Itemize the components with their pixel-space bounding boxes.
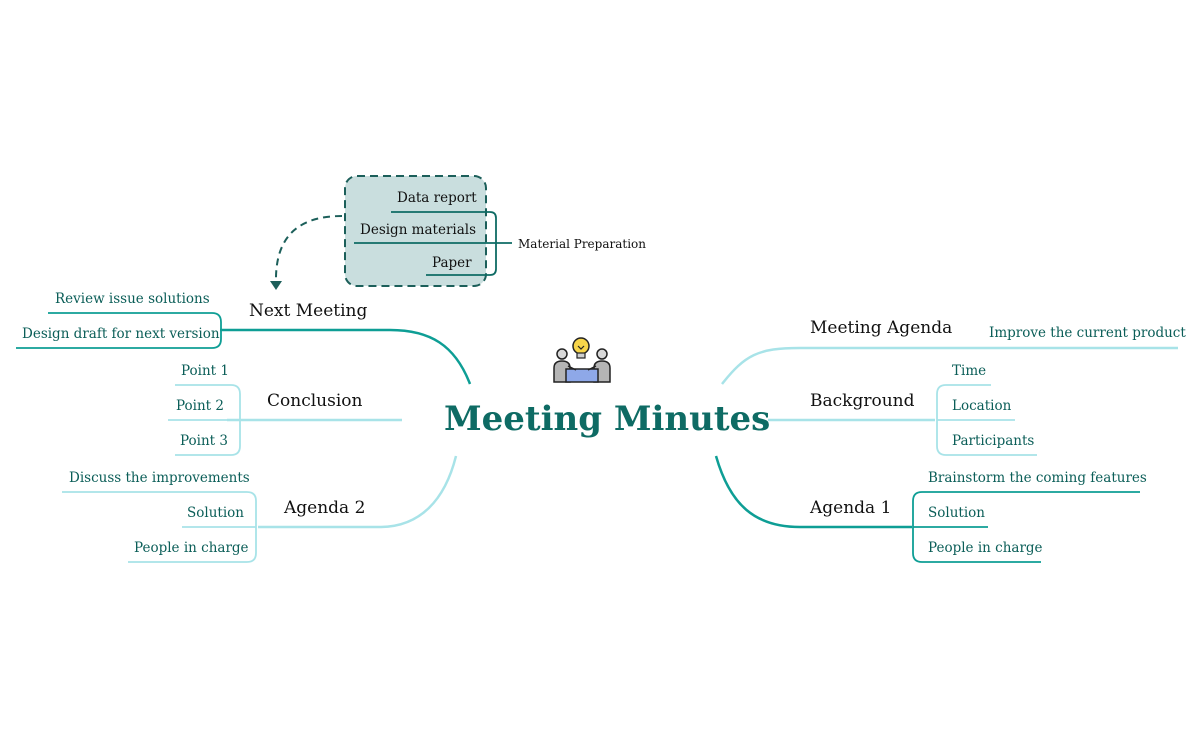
connector-agenda2 [258, 455, 458, 529]
dashed-arrow [274, 215, 343, 283]
branch-next-meeting[interactable]: Next Meeting [249, 301, 368, 321]
material-paper[interactable]: Paper [432, 255, 472, 271]
leaf-time[interactable]: Time [952, 363, 987, 379]
connector-next-meeting [220, 328, 472, 385]
material-design-materials[interactable]: Design materials [360, 222, 477, 238]
leaf-participants[interactable]: Participants [952, 433, 1035, 449]
material-data-report[interactable]: Data report [397, 190, 477, 206]
leaf-point-1[interactable]: Point 1 [181, 363, 229, 379]
material-preparation-label[interactable]: Material Preparation [518, 237, 646, 251]
leaf-point-3[interactable]: Point 3 [180, 433, 228, 449]
leaf-design-draft[interactable]: Design draft for next version [22, 326, 220, 342]
branch-agenda2[interactable]: Agenda 2 [284, 498, 366, 518]
branch-conclusion[interactable]: Conclusion [267, 391, 363, 411]
meeting-lightbulb-icon [553, 337, 611, 383]
leaf-location[interactable]: Location [952, 398, 1012, 414]
bracket-next-meeting [16, 312, 222, 349]
leaf-point-2[interactable]: Point 2 [176, 398, 224, 414]
material-box [344, 175, 487, 287]
leaf-solution-1[interactable]: Solution [928, 505, 985, 521]
main-title: Meeting Minutes [444, 399, 771, 439]
leaf-people-2[interactable]: People in charge [134, 540, 249, 556]
leaf-solution-2[interactable]: Solution [187, 505, 244, 521]
leaf-review-solutions[interactable]: Review issue solutions [55, 291, 210, 307]
leaf-people-1[interactable]: People in charge [928, 540, 1043, 556]
connector-meeting-agenda [721, 346, 1178, 385]
branch-meeting-agenda[interactable]: Meeting Agenda [810, 318, 953, 338]
leaf-discuss-improvements[interactable]: Discuss the improvements [69, 470, 250, 486]
branch-background[interactable]: Background [810, 391, 915, 411]
leaf-improve-product[interactable]: Improve the current product [989, 325, 1186, 341]
connector-agenda1 [714, 455, 912, 529]
branch-agenda1[interactable]: Agenda 1 [810, 498, 892, 518]
leaf-brainstorm[interactable]: Brainstorm the coming features [928, 470, 1147, 486]
